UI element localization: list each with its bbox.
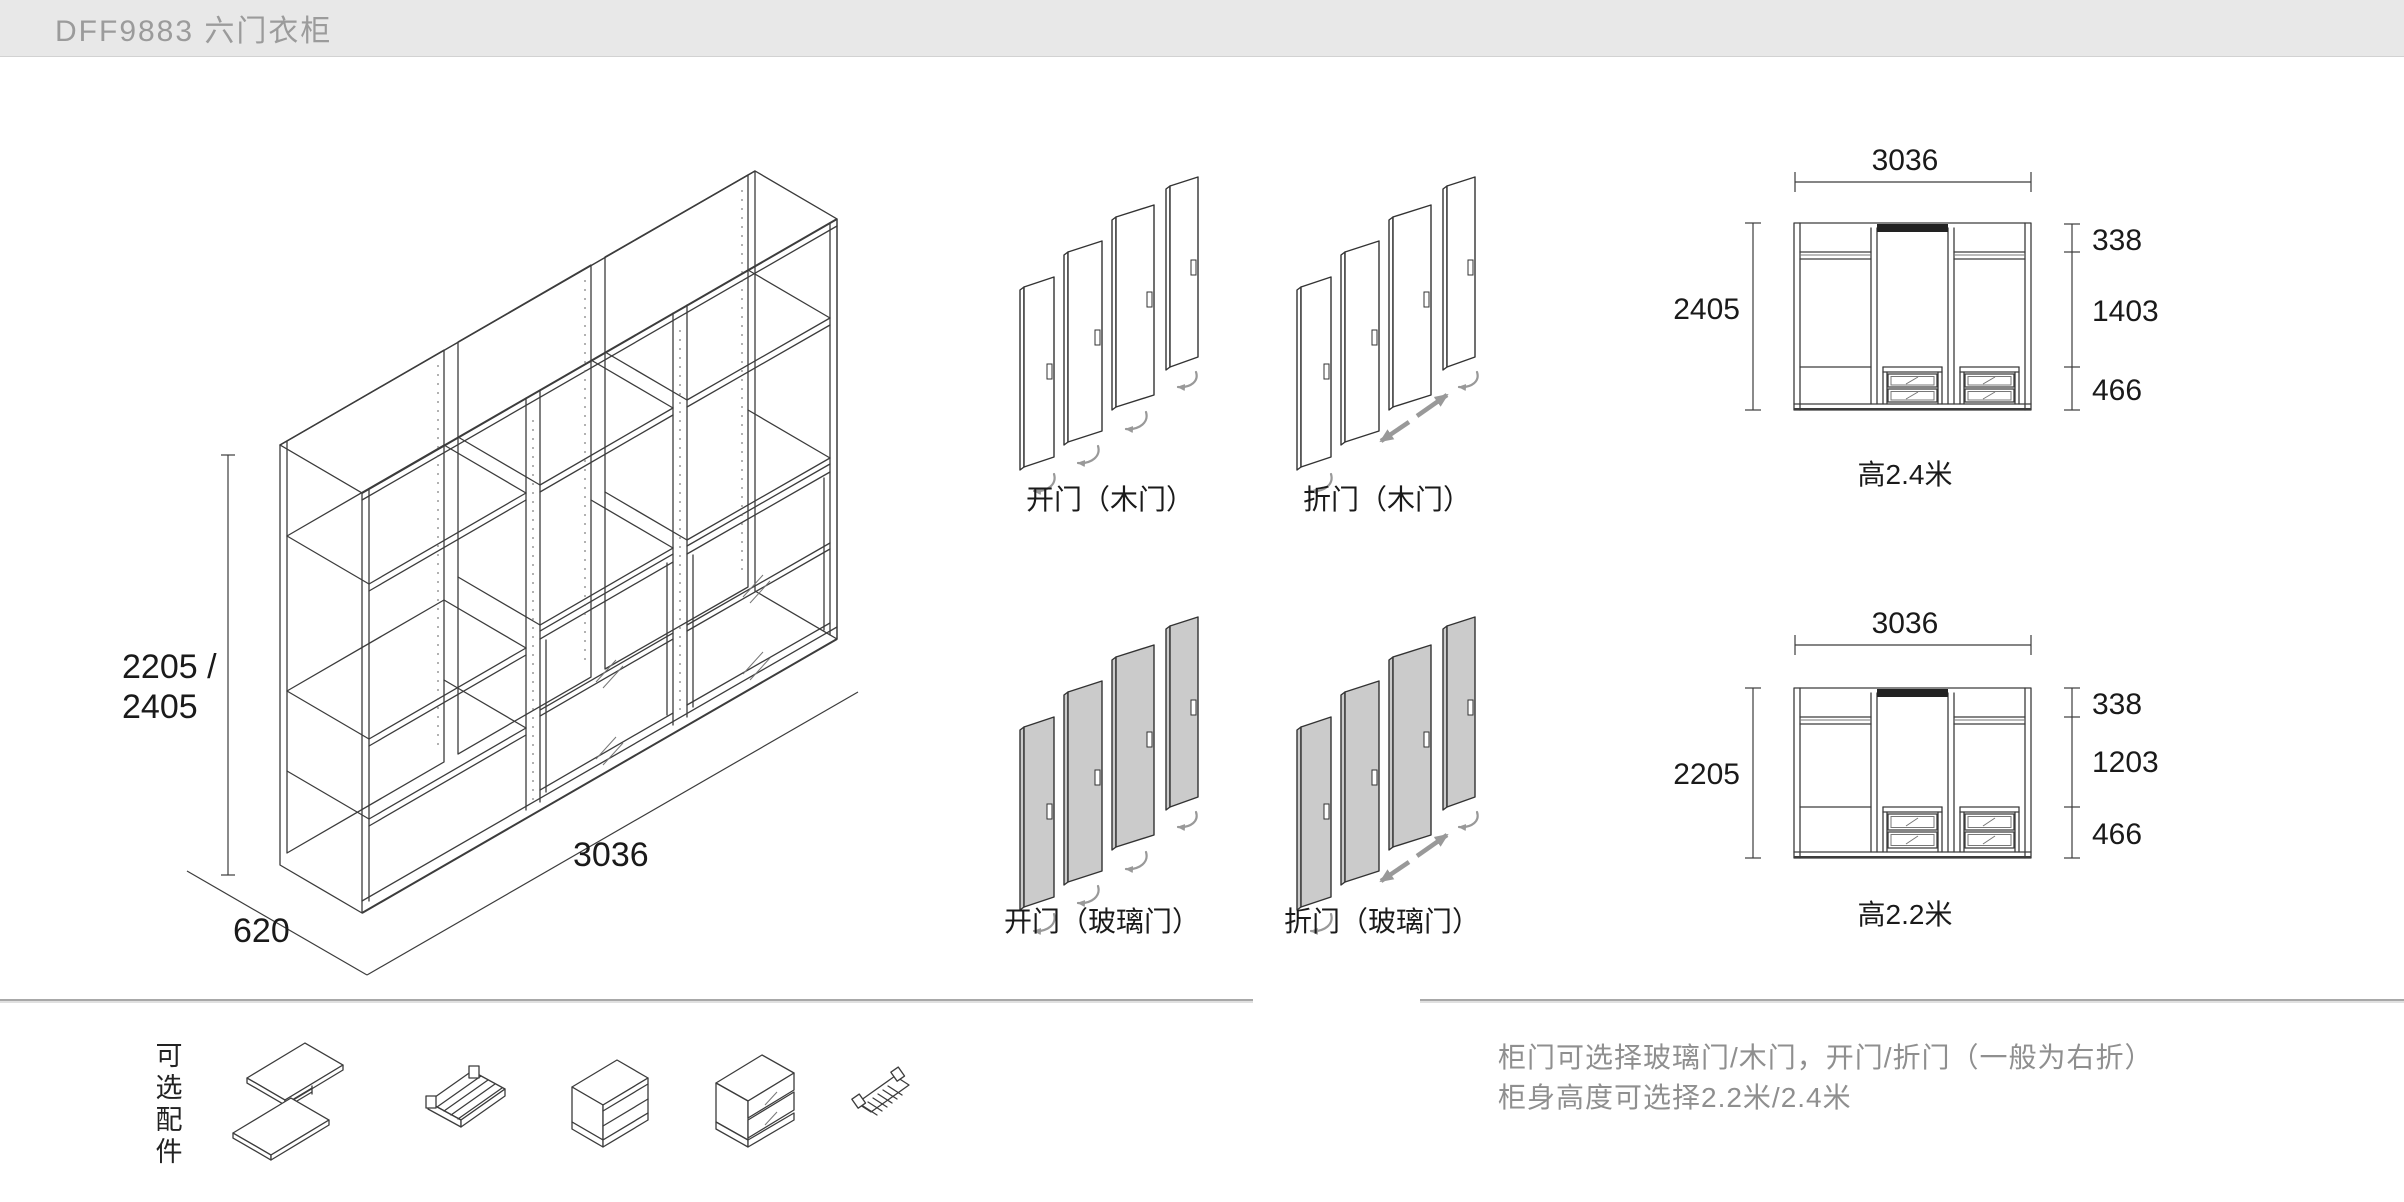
isometric-dimension-lines [186,454,859,976]
elev22-segment-top-label: 338 [2092,688,2143,721]
bottom-divider-left [0,999,1253,1001]
elevation-24-drawers [1882,366,2020,405]
elevation-24-dimension-lines [1745,172,2080,411]
elev22-segment-bottom-label: 466 [2092,818,2143,851]
bottom-divider-right [1420,999,2404,1001]
accessory-open-unit-drawing [571,1059,649,1148]
elev24-segment-bottom-label: 466 [2092,374,2143,407]
note-heights: 柜身高度可选择2.2米/2.4米 [1498,1082,1852,1113]
iso-height-dimension-line1: 2205 / [122,648,217,686]
iso-width-dimension: 3036 [573,836,649,874]
elevation-24-drawing [1745,172,2080,411]
accessory-shelves-drawing [232,1042,344,1161]
bay2-drawer-module [457,359,674,793]
page-title: DFF9883 六门衣柜 [55,15,333,48]
optional-accessories-label: 可选配件 [155,1041,183,1167]
elev24-caption: 高2.4米 [1857,459,1953,490]
elev24-height-label: 2405 [1673,293,1740,326]
bay3-drawer-module [604,269,831,708]
elev24-segment-middle-label: 1403 [2092,295,2159,328]
note-doors: 柜门可选择玻璃门/木门，开门/折门（一般为右折） [1498,1042,2154,1073]
elevation-22-dimension-lines [1745,635,2080,859]
elev24-width-label: 3036 [1871,144,1939,177]
elev24-segment-top-label: 338 [2092,224,2143,257]
door-option-label-open-wood: 开门（木门） [1025,484,1194,515]
door-option-label-fold-wood: 折门（木门） [1302,484,1471,515]
door-option-label-fold-glass: 折门（玻璃门） [1283,906,1480,937]
accessory-trouser-rack-drawing [425,1065,506,1128]
elev22-height-label: 2205 [1673,758,1740,791]
door-option-fold-glass [1297,617,1478,931]
door-option-fold-wood [1297,177,1478,491]
iso-height-dimension-line2: 2405 [122,688,198,726]
header-bar: DFF9883 六门衣柜 [0,0,2404,57]
accessory-pullout-rack-drawing [851,1066,910,1116]
isometric-wardrobe-drawing [186,170,859,976]
door-option-open-wood [1020,177,1198,491]
door-option-label-open-glass: 开门（玻璃门） [1003,906,1200,937]
door-option-open-glass [1020,617,1198,931]
elevation-22-drawing [1745,635,2080,859]
accessory-drawer-unit-drawing [715,1054,795,1148]
elev22-caption: 高2.2米 [1857,899,1953,930]
iso-depth-dimension: 620 [233,912,290,950]
bay1-shelves [286,444,527,827]
elevation-22-drawers [1882,806,2020,853]
elev22-width-label: 3036 [1871,607,1939,640]
elev22-segment-middle-label: 1203 [2092,746,2159,779]
